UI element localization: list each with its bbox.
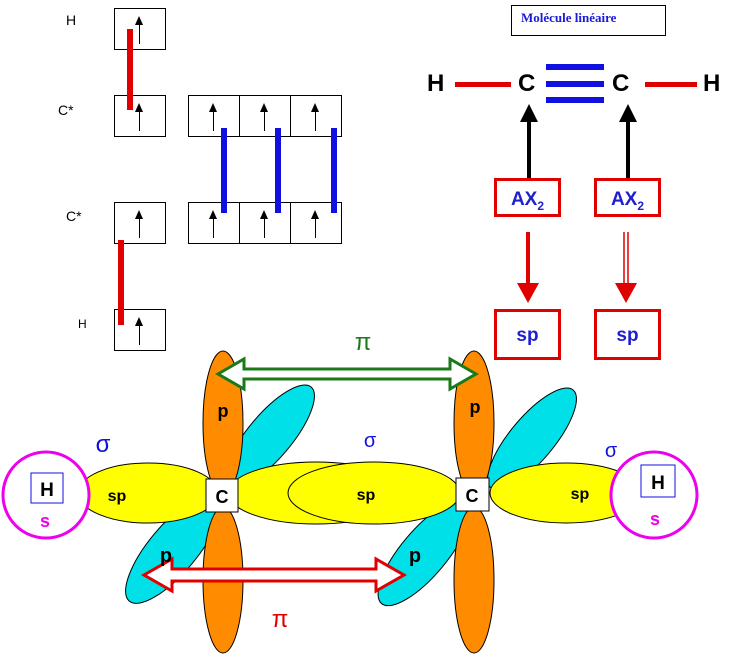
- vsepr-box-left: AX2: [494, 178, 561, 217]
- sigma-bond-bar: [127, 29, 133, 110]
- level-label-c2: C*: [66, 208, 82, 224]
- sp-orbital-lobe: [77, 462, 219, 524]
- atom-c-left: C: [518, 70, 536, 97]
- s-label: s: [650, 509, 660, 529]
- pi-label-top: π: [355, 329, 372, 356]
- carbon-label: C: [466, 486, 479, 506]
- arrow-up-icon: [619, 104, 637, 122]
- triple-bond-line: [546, 64, 604, 70]
- orbital-box: [114, 95, 166, 137]
- sigma-label-right: σ: [605, 440, 618, 462]
- p-label: p: [218, 401, 229, 421]
- pi-bond-bar: [221, 128, 227, 213]
- carbon-box: [455, 477, 490, 512]
- orbital-row-c1-s: [114, 95, 166, 137]
- s-label: s: [40, 511, 50, 531]
- pi-double-arrow-bottom: [140, 556, 408, 594]
- sigma-label-left: σ: [96, 431, 111, 458]
- pi-label-bottom: π: [272, 606, 289, 633]
- c-h-sigma-bond: [645, 82, 697, 87]
- sigma-bond-bar: [118, 240, 124, 325]
- orbital-box: [188, 202, 240, 244]
- level-label-c1: C*: [58, 102, 74, 118]
- sp-label: sp: [108, 488, 127, 505]
- pi-bond-bar: [275, 128, 281, 213]
- h-c-sigma-bond: [455, 82, 511, 87]
- sp-label: sp: [571, 486, 590, 503]
- hybrid-box-right: sp: [594, 309, 661, 360]
- vsepr-label: AX: [610, 189, 638, 210]
- vsepr-label: AX: [510, 189, 538, 210]
- sigma-label-center: σ: [364, 430, 377, 452]
- hydrogen-box: [30, 472, 64, 504]
- orbital-row-h-top: [114, 8, 166, 50]
- sp-label: sp: [357, 487, 376, 504]
- orbital-box: [114, 8, 166, 50]
- molecule-type-title: Molécule linéaire: [511, 5, 666, 36]
- atom-h-right: H: [703, 70, 721, 97]
- hydrogen-box: [640, 464, 676, 498]
- carbon-box: [205, 478, 239, 513]
- hydrogen-label: H: [651, 473, 665, 494]
- level-label-h-top: H: [66, 12, 77, 28]
- p-orbital-lobe: [453, 506, 495, 654]
- atom-h-left: H: [427, 70, 445, 97]
- orbital-box: [239, 202, 291, 244]
- arrow-down-icon: [517, 283, 539, 303]
- orbital-row-c2-s: [114, 202, 166, 244]
- arrow-down-icon: [615, 283, 637, 303]
- orbital-box: [114, 202, 166, 244]
- vsepr-subscript: 2: [537, 198, 545, 213]
- pi-double-arrow-top: [214, 356, 480, 392]
- pi-bond-bar: [331, 128, 337, 213]
- hybrid-box-left: sp: [494, 309, 561, 360]
- arrow-up-icon: [520, 104, 538, 122]
- orbital-box: [239, 95, 291, 137]
- triple-bond-line: [546, 97, 604, 103]
- atom-c-right: C: [612, 70, 630, 97]
- orbital-row-c2-p: [188, 202, 342, 244]
- orbital-row-c1-p: [188, 95, 342, 137]
- carbon-label: C: [216, 487, 229, 507]
- triple-bond-line: [546, 81, 604, 87]
- p-label: p: [470, 397, 481, 417]
- vsepr-subscript: 2: [637, 198, 645, 213]
- level-label-h-bottom: H: [78, 317, 87, 331]
- hydrogen-label: H: [40, 480, 54, 501]
- p-label: p: [160, 545, 172, 567]
- p-label: p: [409, 545, 421, 567]
- vsepr-box-right: AX2: [594, 178, 661, 217]
